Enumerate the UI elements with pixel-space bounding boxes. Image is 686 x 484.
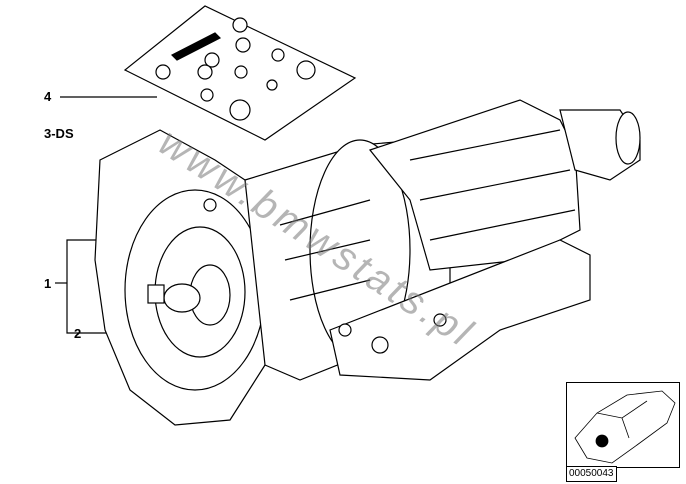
bell-housing [94, 129, 271, 426]
label-variant: 3-DS [44, 126, 74, 141]
car-outline-icon [574, 390, 676, 464]
diagram-code: 00050043 [566, 466, 617, 482]
vehicle-location-inset [566, 382, 680, 468]
label-item-1: 1 [44, 276, 52, 291]
label-item-4: 4 [44, 89, 52, 104]
small-parts-kit [123, 5, 357, 141]
label-item-2: 2 [74, 326, 82, 341]
transmission-case [203, 99, 641, 381]
